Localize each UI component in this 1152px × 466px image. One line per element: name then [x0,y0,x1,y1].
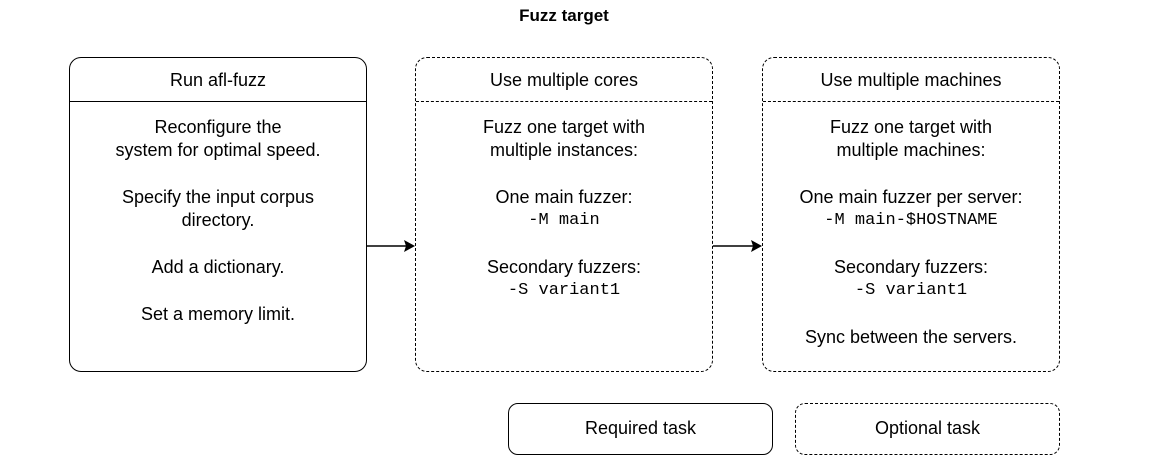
box-header: Run afl-fuzz [70,58,366,102]
legend-required-task: Required task [508,403,773,455]
code-flag: -M main-$HOSTNAME [824,211,998,230]
box-body: Fuzz one target with multiple instances:… [416,102,712,302]
text-line: directory. [181,210,255,230]
text-line: Secondary fuzzers: [486,257,642,277]
box-body: Reconfigure the system for optimal speed… [70,102,366,326]
text-line: Sync between the servers. [804,327,1018,347]
arrow-cores-to-machines [713,240,762,252]
box-header: Use multiple cores [416,58,712,102]
box-multiple-cores: Use multiple cores Fuzz one target with … [415,57,713,372]
code-flag: -S variant1 [854,281,968,300]
text-line: Specify the input corpus [121,187,315,207]
arrow-run-to-cores [367,240,415,252]
text-line: Secondary fuzzers: [833,257,989,277]
text-line: Fuzz one target with [482,117,646,137]
code-flag: -M main [528,211,600,230]
diagram-title: Fuzz target [519,6,609,25]
legend-optional-task: Optional task [795,403,1060,455]
text-line: multiple machines: [836,140,986,160]
box-run-afl-fuzz: Run afl-fuzz Reconfigure the system for … [69,57,367,372]
text-line: Add a dictionary. [151,257,285,277]
text-line: Reconfigure the [154,117,282,137]
box-body: Fuzz one target with multiple machines: … [763,102,1059,349]
text-line: system for optimal speed. [115,140,321,160]
code-flag: -S variant1 [507,281,621,300]
text-line: Set a memory limit. [140,304,296,324]
box-header: Use multiple machines [763,58,1059,102]
text-line: multiple instances: [489,140,639,160]
text-line: Fuzz one target with [829,117,993,137]
text-line: One main fuzzer: [495,187,633,207]
text-line: One main fuzzer per server: [799,187,1023,207]
box-multiple-machines: Use multiple machines Fuzz one target wi… [762,57,1060,372]
